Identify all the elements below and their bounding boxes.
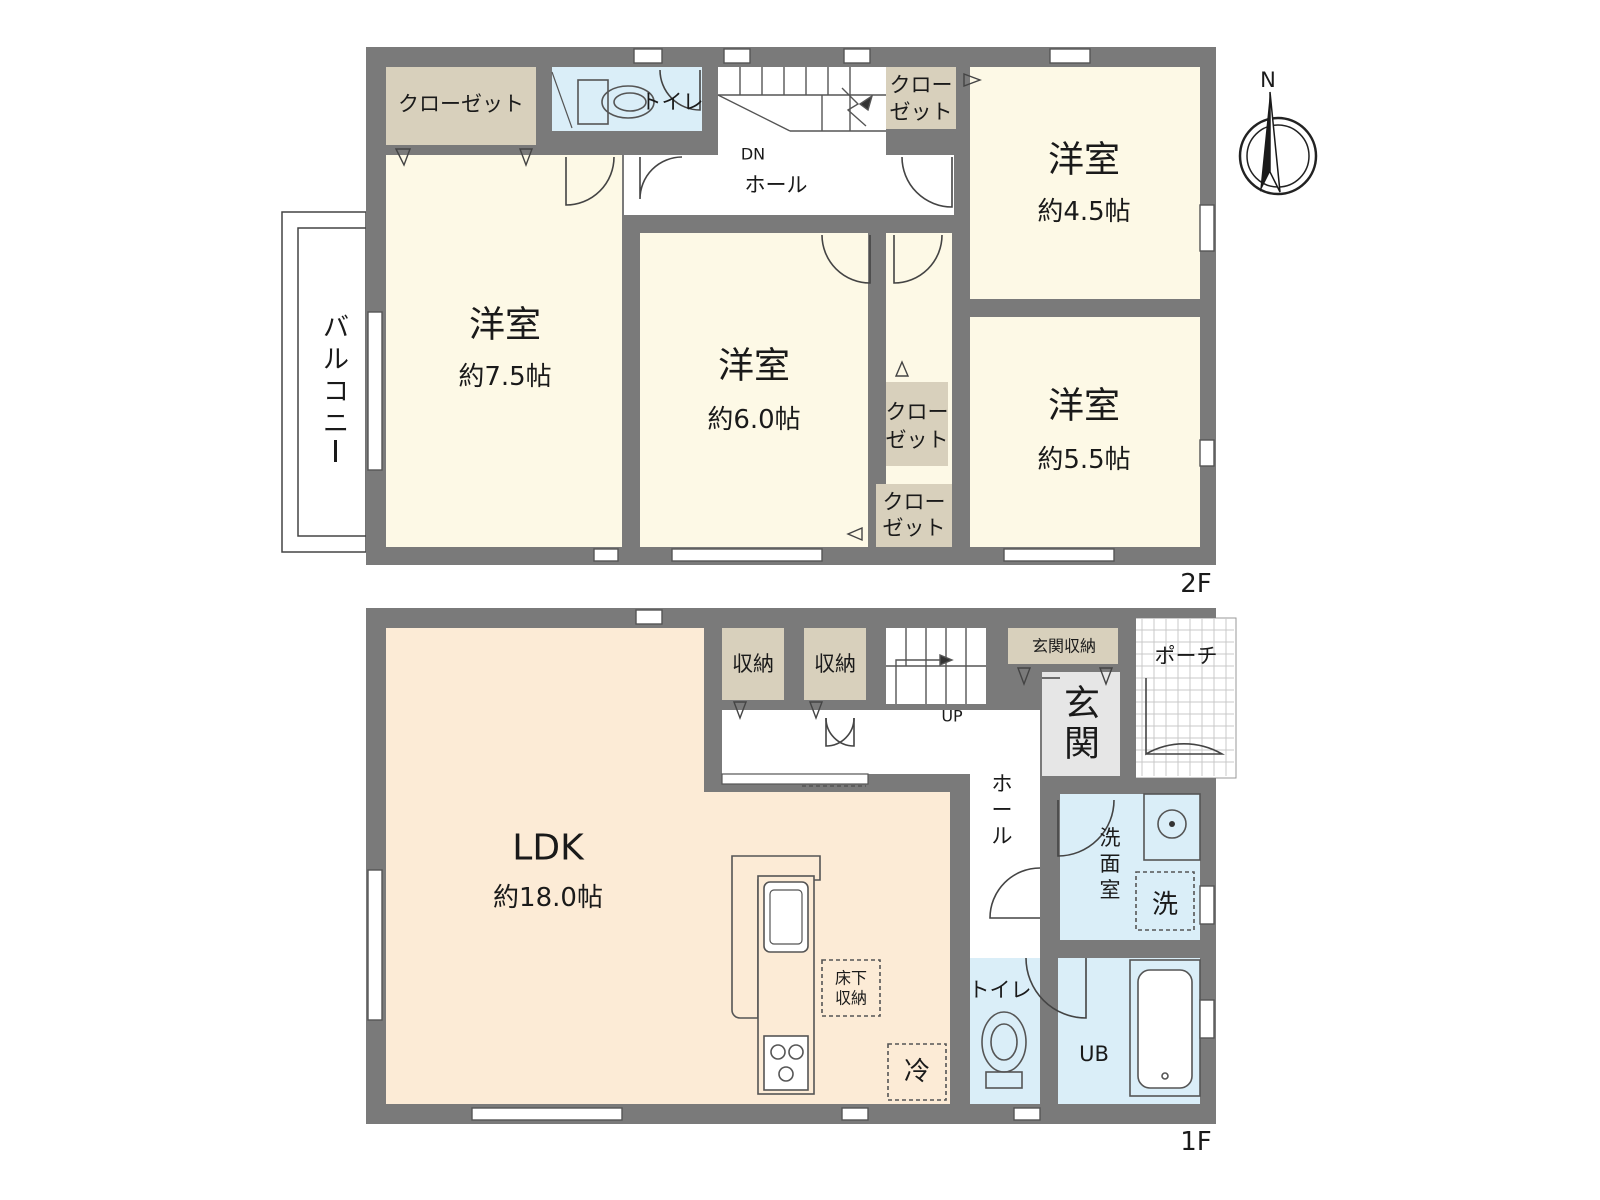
floor-1f-label: 1F (1180, 1127, 1212, 1157)
closet-2f-tr (886, 67, 956, 129)
fridge-space (887, 1043, 947, 1101)
balcony-char-2: ル (323, 345, 349, 375)
washer-space (1135, 871, 1195, 931)
ldk-size: 約18.0帖 (493, 883, 603, 913)
room-e-size: 約5.5帖 (1037, 445, 1130, 475)
entrance-storage-label: 玄関収納 (1032, 637, 1096, 656)
balcony-char-1: バ (323, 313, 349, 343)
underfloor-label-2: 収納 (835, 989, 867, 1008)
room-ne-name: 洋室 (1048, 140, 1120, 181)
closet-2f-mid-label-1: クロー (886, 400, 949, 424)
doors-1f (825, 677, 1225, 1019)
entrance-storage (1008, 628, 1118, 664)
room-w-name: 洋室 (469, 305, 541, 346)
balcony-char-5-bar (334, 440, 337, 462)
hall-1f-char-1: ホ (992, 772, 1013, 796)
balcony-char-4: ニ (323, 409, 349, 439)
windows-1f (367, 609, 1215, 1121)
washroom-char-3: 室 (1100, 878, 1121, 902)
north-compass-icon: N (1238, 68, 1318, 196)
floor-2f-label: 2F (1180, 569, 1212, 599)
stove (763, 1035, 809, 1091)
porch-tiles (1130, 618, 1234, 776)
ldk-shelf (721, 773, 869, 785)
underfloor-label-1: 床下 (835, 969, 867, 988)
hall-2f (624, 155, 954, 215)
closet-2f-tl (386, 67, 536, 145)
balcony: バ ル コ ニ (281, 211, 367, 553)
washer-label: 洗 (1152, 890, 1178, 920)
stair-treads-1f (886, 628, 986, 704)
room-western-6-0 (640, 233, 868, 547)
storage-2-label: 収納 (814, 652, 856, 676)
storage-markers-1f (732, 667, 1114, 720)
room-western-5-5 (970, 317, 1200, 547)
toilet-1f-label: トイレ (969, 978, 1032, 1002)
closet-2f-low-label-1: クロー (883, 490, 946, 514)
toilet-fixture-1f (981, 1011, 1027, 1089)
entrance (1042, 672, 1120, 776)
floor-2f: バ ル コ ニ (281, 47, 1216, 599)
kitchen (731, 855, 821, 1095)
north-label: N (1260, 68, 1276, 92)
washroom-char-2: 面 (1100, 852, 1121, 876)
floor-1f: 収納 収納 玄関収納 ポーチ UP 玄 関 ホ ー ル LDK 約18.0帖 洗… (366, 608, 1237, 1157)
stair-dn-label: DN (741, 145, 765, 164)
wash-basin (1143, 793, 1201, 861)
stair-treads-2f (717, 67, 886, 132)
room-western-4-5 (970, 67, 1200, 299)
hall-2f-label: ホール (745, 173, 808, 197)
toilet-1f (970, 958, 1040, 1104)
windows-2f (367, 48, 1215, 562)
closet-2f-tr-label-2: ゼット (890, 100, 953, 124)
closet-2f-low-label-2: ゼット (883, 516, 946, 540)
stair-up-label: UP (941, 707, 963, 726)
sink (763, 881, 809, 953)
room-c-size: 約6.0帖 (707, 405, 800, 435)
balcony-char-3: コ (323, 377, 349, 407)
underfloor-storage (821, 959, 881, 1017)
closet-2f-tl-label: クローゼット (398, 92, 524, 116)
closet-2f-mid-label-2: ゼット (886, 428, 949, 452)
toilet-2f-label: トイレ (641, 90, 704, 114)
closet-2f-low (876, 484, 952, 547)
storage-2 (804, 628, 866, 700)
closet-2f-mid (886, 382, 948, 466)
ldk-name: LDK (512, 828, 585, 869)
washroom-char-1: 洗 (1100, 826, 1121, 850)
hall-1f-char-2: ー (992, 798, 1013, 822)
bath-label: UB (1079, 1042, 1109, 1066)
fridge-label: 冷 (904, 1057, 930, 1087)
entrance-char-1: 玄 (1064, 684, 1100, 725)
room-w-size: 約7.5帖 (458, 362, 551, 392)
hall-1f-char-3: ル (992, 824, 1013, 848)
storage-1-label: 収納 (732, 652, 774, 676)
storage-1 (722, 628, 784, 700)
stairs-2f (718, 67, 886, 157)
entrance-char-2: 関 (1064, 724, 1100, 765)
room-e-name: 洋室 (1048, 386, 1120, 427)
porch-label: ポーチ (1155, 644, 1218, 668)
closet-2f-tr-label-1: クロー (890, 73, 953, 97)
toilet-2f (552, 67, 702, 131)
room-western-7-5 (386, 155, 622, 547)
bathtub (1129, 959, 1201, 1097)
toilet-fixture-2f (551, 71, 655, 129)
room-ne-size: 約4.5帖 (1037, 197, 1130, 227)
doors-2f (565, 69, 953, 284)
closet-markers-2f (394, 72, 982, 542)
room-c-name: 洋室 (718, 346, 790, 387)
